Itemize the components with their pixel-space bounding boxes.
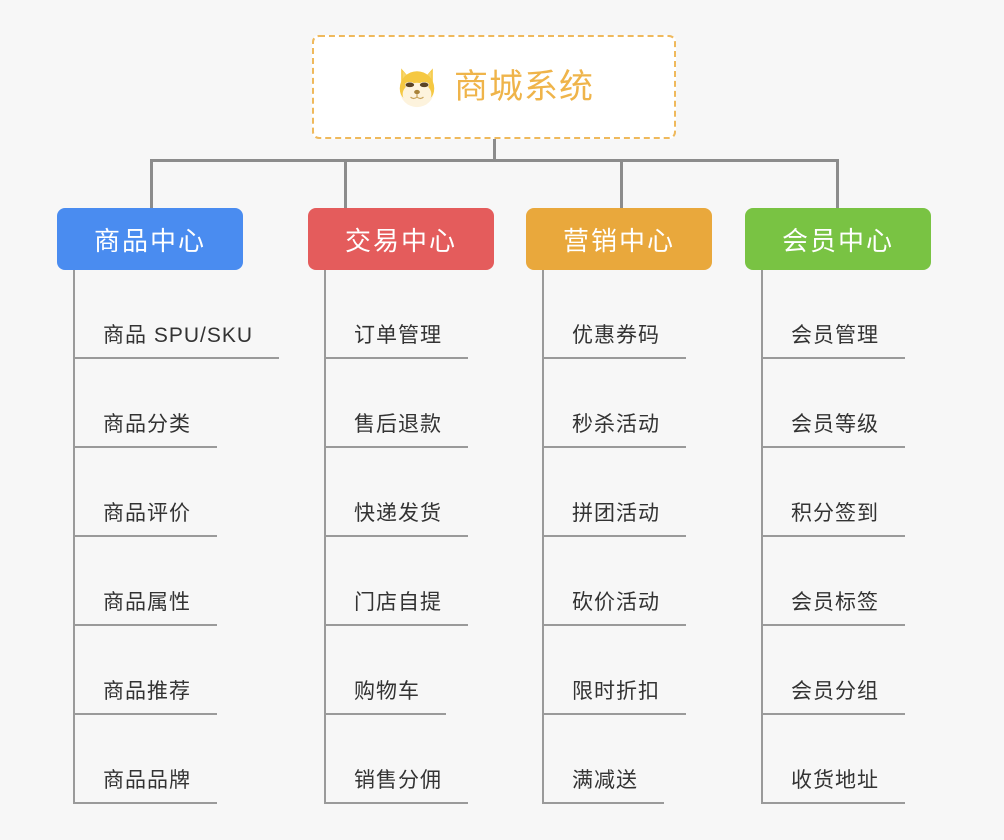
leaf-item[interactable]: 快递发货 bbox=[324, 448, 468, 537]
leaf-item-label: 限时折扣 bbox=[542, 678, 686, 715]
leaf-item-label: 销售分佣 bbox=[324, 767, 468, 804]
leaf-item[interactable]: 订单管理 bbox=[324, 270, 468, 359]
leaf-item-label: 会员管理 bbox=[761, 322, 905, 359]
shiba-dog-icon bbox=[399, 68, 435, 108]
leaf-item-label: 商品属性 bbox=[73, 589, 217, 626]
connector-drop-trade-center bbox=[344, 159, 347, 209]
category-label-product-center: 商品中心 bbox=[93, 225, 206, 256]
category-label-marketing-center: 营销中心 bbox=[562, 225, 675, 256]
category-label-member-center: 会员中心 bbox=[781, 225, 894, 256]
leaf-item[interactable]: 门店自提 bbox=[324, 537, 468, 626]
leaf-item-label: 会员等级 bbox=[761, 411, 905, 448]
leaf-item[interactable]: 会员等级 bbox=[761, 359, 905, 448]
leaf-item-label: 商品分类 bbox=[73, 411, 217, 448]
leaf-item-label: 优惠券码 bbox=[542, 322, 686, 359]
leaf-item-label: 秒杀活动 bbox=[542, 411, 686, 448]
leaf-item-label: 收货地址 bbox=[761, 767, 905, 804]
leaf-item-label: 快递发货 bbox=[324, 500, 468, 537]
leaf-item-label: 订单管理 bbox=[324, 322, 468, 359]
leaf-item[interactable]: 优惠券码 bbox=[542, 270, 686, 359]
connector-drop-marketing-center bbox=[620, 159, 623, 209]
leaf-item[interactable]: 商品 SPU/SKU bbox=[73, 270, 280, 359]
leaf-item[interactable]: 会员管理 bbox=[761, 270, 905, 359]
leaf-item-label: 售后退款 bbox=[324, 411, 468, 448]
leaf-item[interactable]: 商品品牌 bbox=[73, 715, 217, 804]
category-label-trade-center: 交易中心 bbox=[344, 225, 457, 256]
leaf-item-label: 满减送 bbox=[542, 767, 664, 804]
leaf-item[interactable]: 会员分组 bbox=[761, 626, 905, 715]
leaf-trunk-product-center bbox=[73, 270, 75, 804]
root-node-title: 商城系统 bbox=[454, 68, 594, 106]
connector-horizontal-bus bbox=[150, 159, 839, 162]
leaf-item[interactable]: 商品属性 bbox=[73, 537, 217, 626]
category-box-member-center[interactable]: 会员中心 bbox=[745, 208, 931, 270]
leaf-item[interactable]: 砍价活动 bbox=[542, 537, 686, 626]
leaf-item-label: 商品 SPU/SKU bbox=[73, 322, 280, 359]
leaf-item[interactable]: 满减送 bbox=[542, 715, 664, 804]
leaf-item[interactable]: 商品推荐 bbox=[73, 626, 217, 715]
root-node-mall-system[interactable]: 商城系统 bbox=[312, 35, 676, 139]
leaf-item-label: 砍价活动 bbox=[542, 589, 686, 626]
leaf-item[interactable]: 限时折扣 bbox=[542, 626, 686, 715]
leaf-item-label: 积分签到 bbox=[761, 500, 905, 537]
leaf-item[interactable]: 售后退款 bbox=[324, 359, 468, 448]
leaf-item-label: 会员标签 bbox=[761, 589, 905, 626]
leaf-item[interactable]: 拼团活动 bbox=[542, 448, 686, 537]
category-box-marketing-center[interactable]: 营销中心 bbox=[526, 208, 712, 270]
leaf-item[interactable]: 会员标签 bbox=[761, 537, 905, 626]
leaf-item-label: 商品推荐 bbox=[73, 678, 217, 715]
leaf-item-label: 会员分组 bbox=[761, 678, 905, 715]
leaf-item[interactable]: 销售分佣 bbox=[324, 715, 468, 804]
leaf-trunk-trade-center bbox=[324, 270, 326, 804]
leaf-item-label: 拼团活动 bbox=[542, 500, 686, 537]
leaf-item-label: 门店自提 bbox=[324, 589, 468, 626]
leaf-item[interactable]: 商品分类 bbox=[73, 359, 217, 448]
leaf-trunk-marketing-center bbox=[542, 270, 544, 804]
leaf-item-label: 商品品牌 bbox=[73, 767, 217, 804]
category-box-trade-center[interactable]: 交易中心 bbox=[308, 208, 494, 270]
leaf-item-label: 购物车 bbox=[324, 678, 446, 715]
leaf-item[interactable]: 商品评价 bbox=[73, 448, 217, 537]
leaf-trunk-member-center bbox=[761, 270, 763, 804]
leaf-item[interactable]: 收货地址 bbox=[761, 715, 905, 804]
category-box-product-center[interactable]: 商品中心 bbox=[57, 208, 243, 270]
connector-drop-product-center bbox=[150, 159, 153, 209]
connector-drop-member-center bbox=[836, 159, 839, 209]
leaf-item-label: 商品评价 bbox=[73, 500, 217, 537]
leaf-item[interactable]: 积分签到 bbox=[761, 448, 905, 537]
leaf-item[interactable]: 秒杀活动 bbox=[542, 359, 686, 448]
leaf-item[interactable]: 购物车 bbox=[324, 626, 446, 715]
connector-root-stem bbox=[493, 139, 496, 161]
